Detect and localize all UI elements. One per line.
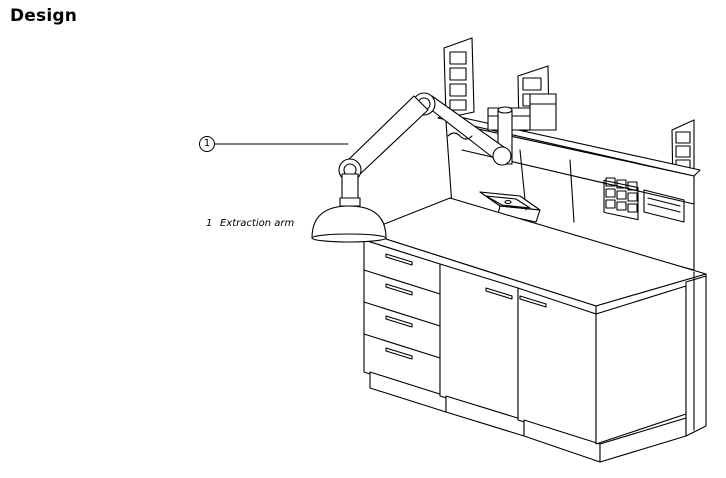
legend-label: Extraction arm: [220, 218, 295, 229]
legend-item-extraction-arm: 1 Extraction arm: [206, 218, 294, 229]
section-heading: Design: [10, 6, 78, 26]
sink: [479, 191, 541, 223]
extraction-arm: [311, 92, 557, 243]
base-cabinets: [363, 239, 707, 463]
legend-number: 1: [206, 218, 213, 229]
